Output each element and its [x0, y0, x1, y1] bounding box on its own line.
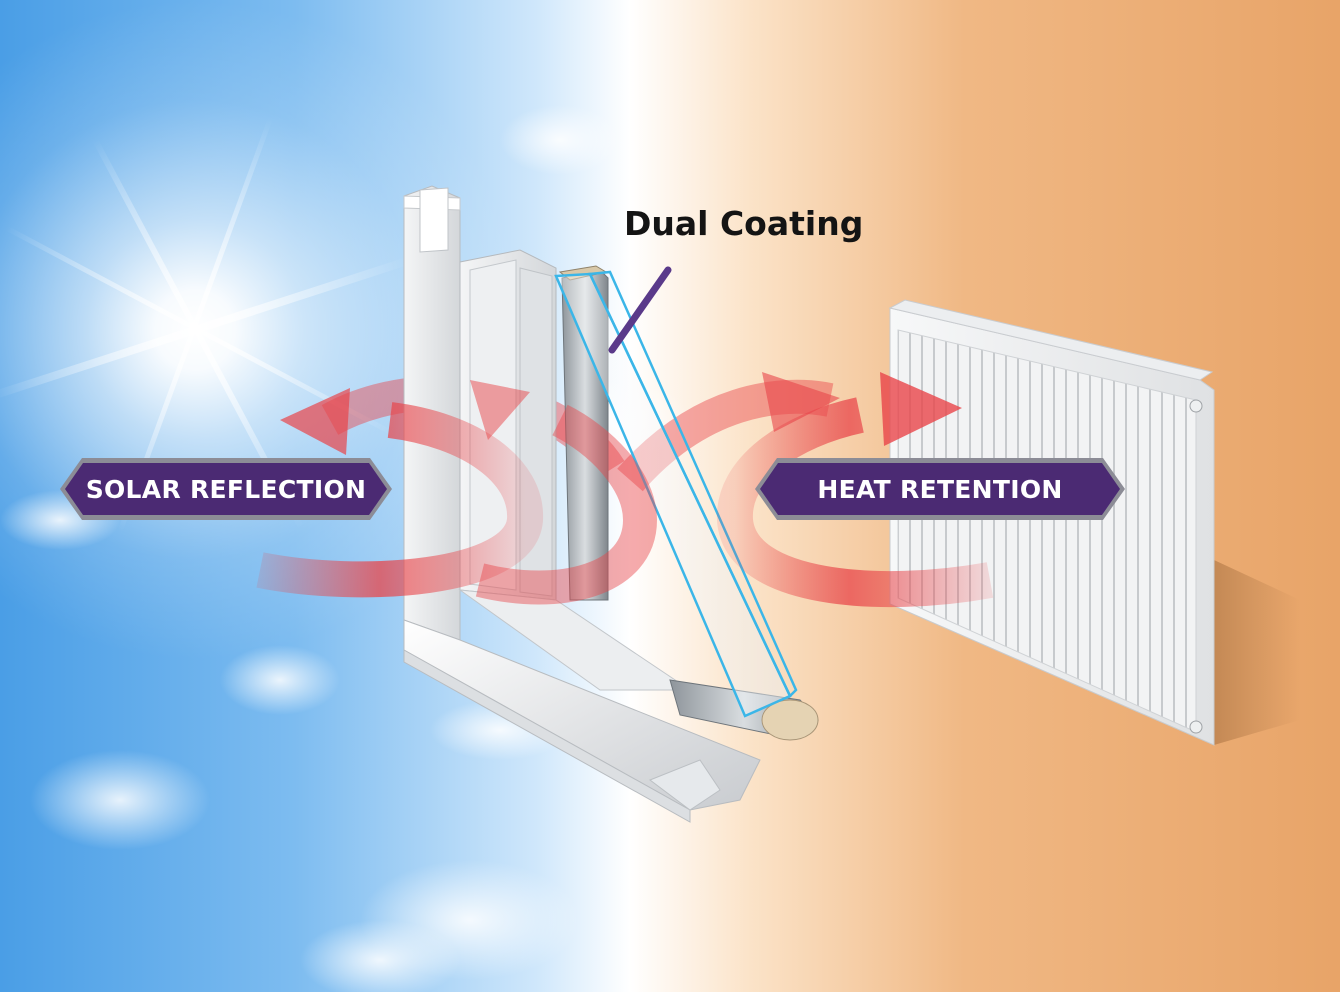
arrowhead-heat-left — [762, 372, 840, 432]
heat-arc-lower — [716, 397, 994, 608]
arrowhead-solar-left — [280, 388, 350, 455]
heat-retention-text: HEAT RETENTION — [760, 463, 1120, 515]
dual-coating-label: Dual Coating — [624, 204, 864, 243]
solar-reflection-text: SOLAR REFLECTION — [65, 463, 387, 515]
heat-retention-label: HEAT RETENTION — [755, 458, 1125, 520]
coating-pointer — [608, 266, 672, 354]
arrowhead-solar-right — [470, 380, 530, 440]
glass-pane-outer — [588, 270, 798, 699]
arrowhead-heat-right — [880, 372, 962, 446]
solar-reflection-label: SOLAR REFLECTION — [60, 458, 392, 520]
sun-rays — [0, 117, 411, 533]
solar-arc-lower — [256, 402, 544, 598]
